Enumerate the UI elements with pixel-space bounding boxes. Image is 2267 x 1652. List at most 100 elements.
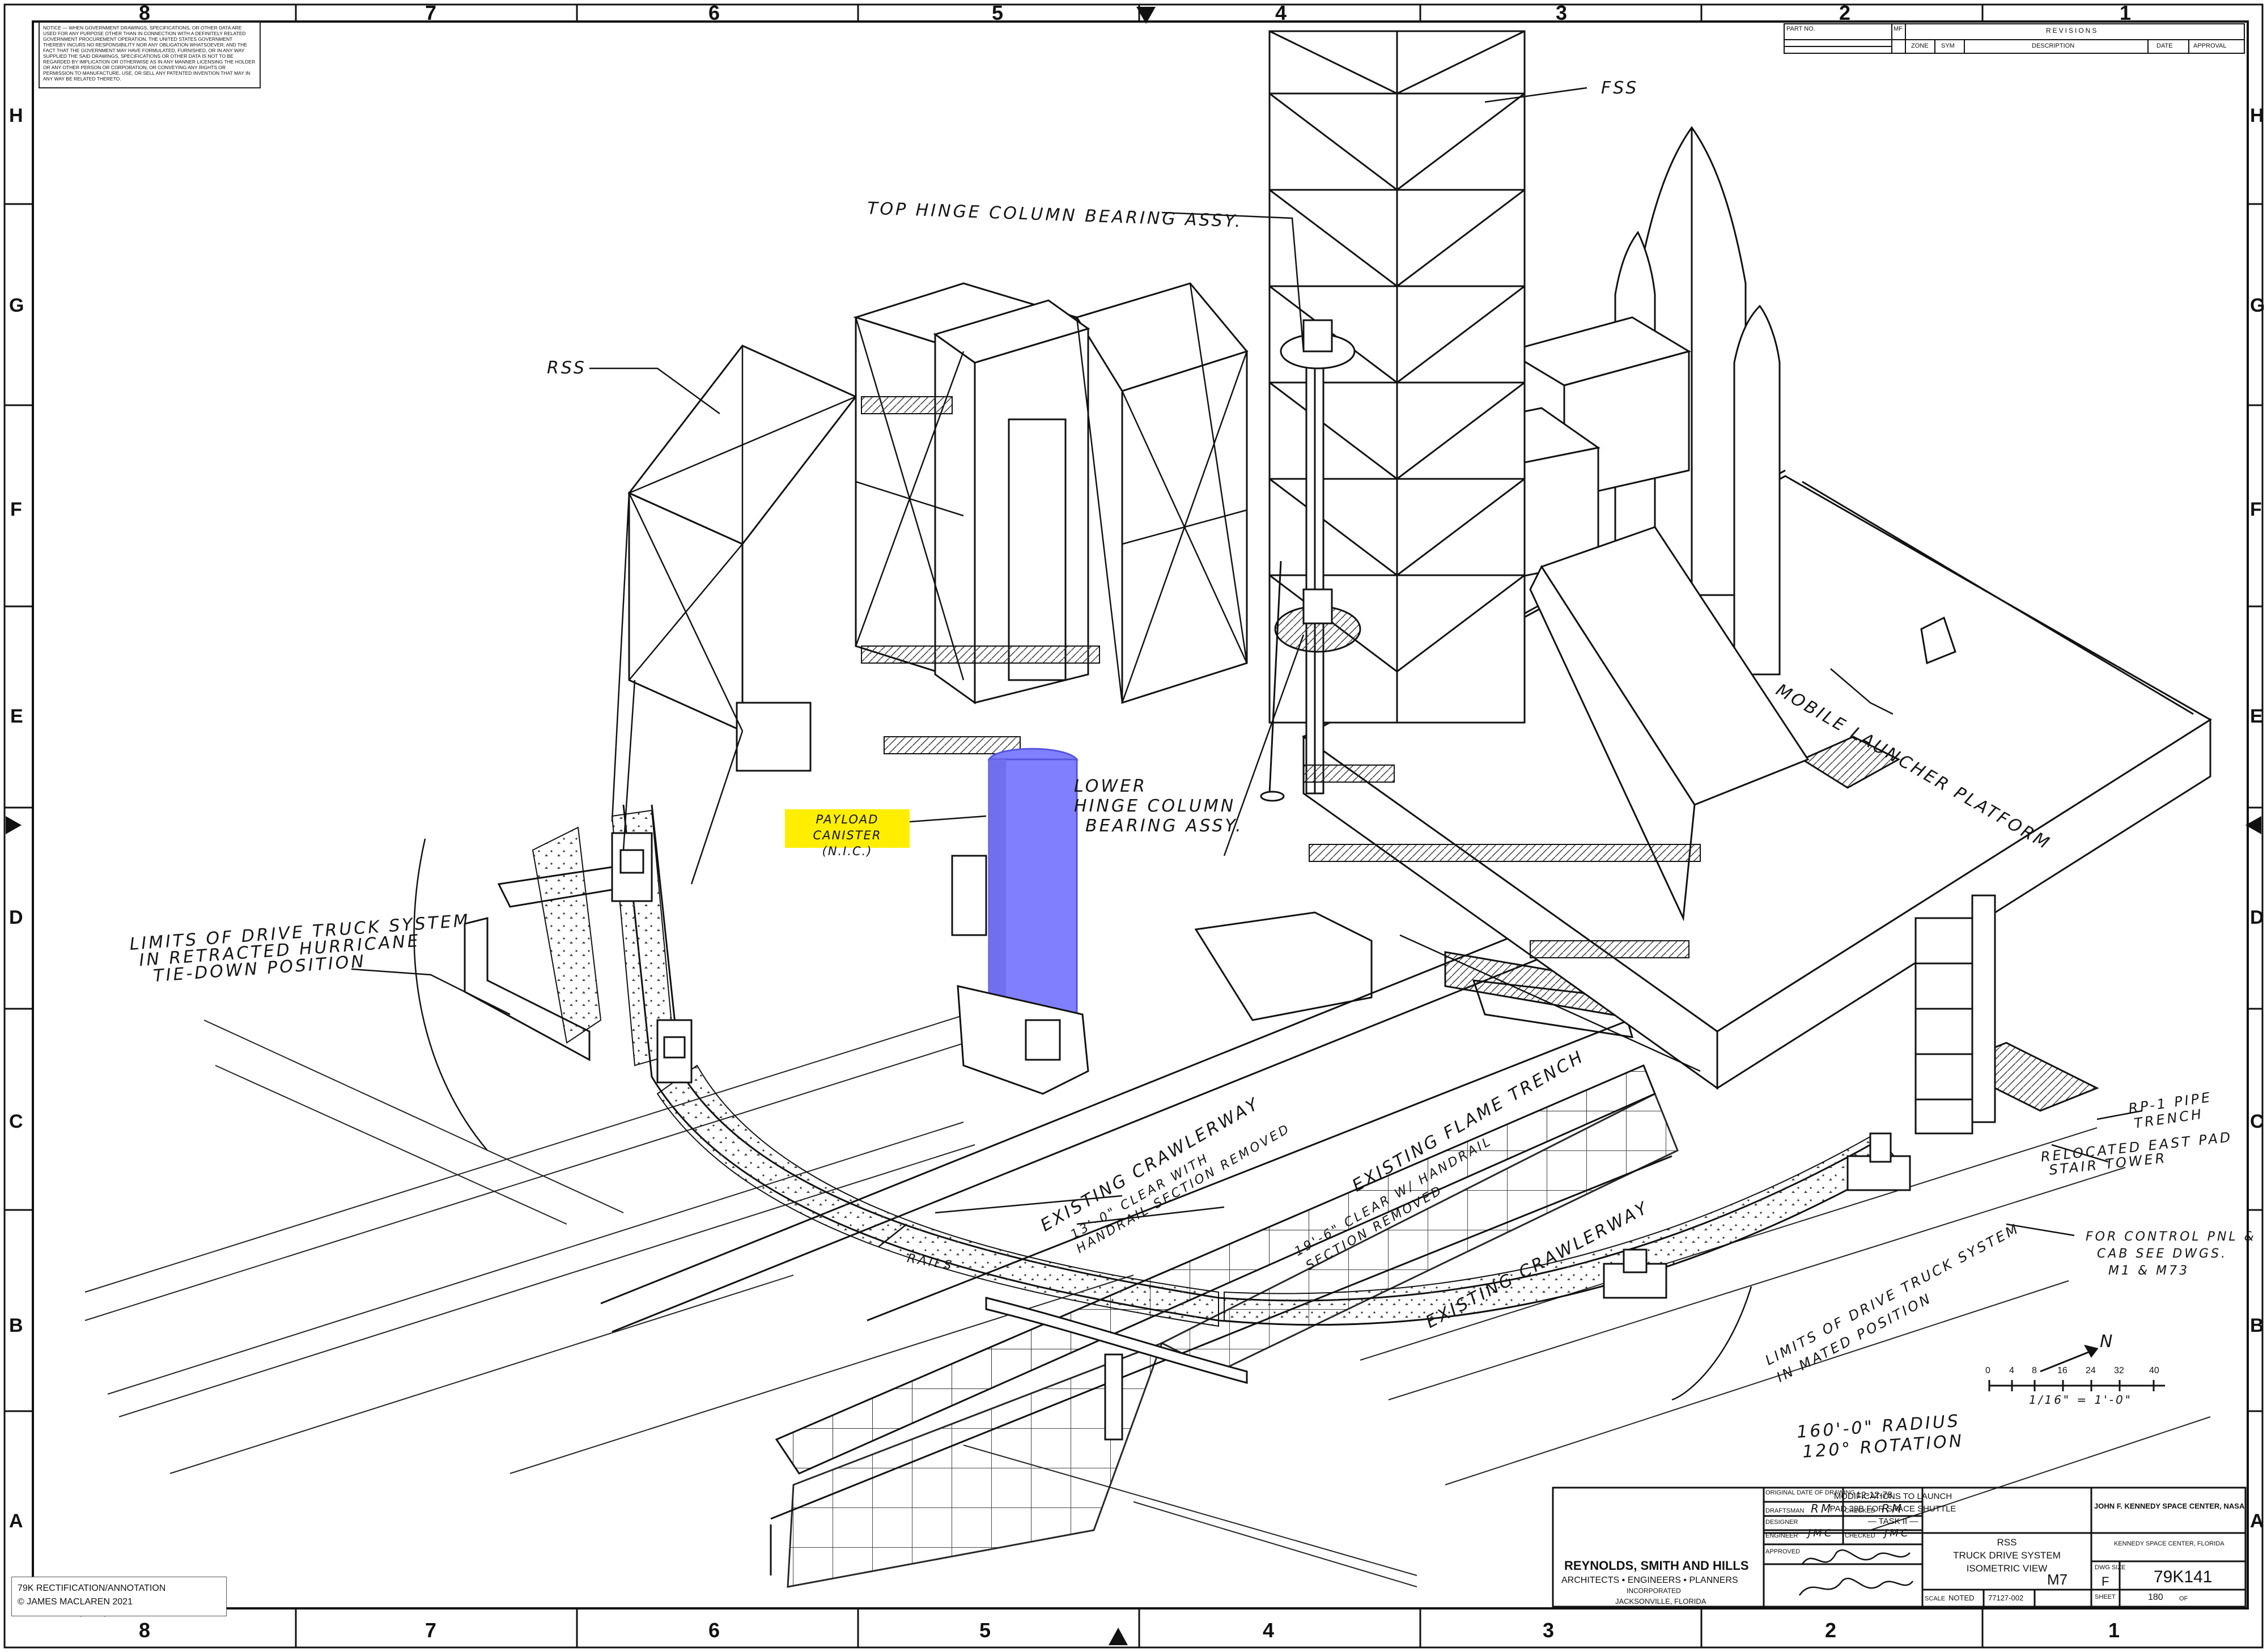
bottom-center-arrow [1109,1628,1128,1645]
label-lower-hinge-3: BEARING ASSY. [1085,816,1243,836]
label-rss: RSS [547,358,587,378]
payload-canister-label-line2: (N.I.C.) [822,844,873,858]
zone-col-4-bottom: 4 [1263,1619,1275,1642]
rail-slab [532,809,1900,1327]
revisions-part-no: PART NO. [1786,26,1815,32]
zone-row-c-right: C [2250,1111,2264,1132]
scale-tick-16: 16 [2057,1366,2068,1375]
checked2-label: CHECKED [1845,1532,1875,1539]
revisions-zone: ZONE [1911,43,1929,49]
revisions-mf: MF [1894,26,1903,32]
zone-row-d-right: D [2250,907,2264,928]
engineer-label: ENGINEER [1765,1532,1798,1539]
payload-canister-label-line1: PAYLOAD CANISTER [813,813,882,842]
drive-truck-mated [1603,1132,1911,1299]
zone-col-6-top: 6 [708,1,720,24]
zone-col-6-bottom: 6 [708,1619,720,1642]
left-center-arrow [6,816,22,834]
sheet-number: 180 [2148,1592,2163,1602]
zone-row-g-right: G [2250,295,2265,316]
sheet-label: SHEET [2095,1594,2116,1600]
zone-row-e-right: E [2250,706,2263,727]
label-control-panel-3: M1 & M73 [2108,1264,2190,1278]
zone-row-f-left: F [10,499,22,520]
zone-row-g-left: G [9,295,24,316]
approved-label: APPROVED [1765,1548,1801,1555]
zone-col-1-top: 1 [2120,1,2132,24]
leader-lines [351,87,2143,1401]
drawing-number: 79K141 [2154,1568,2213,1586]
approval-signatures [1798,1549,1913,1596]
mlp-tower [1914,894,1996,1135]
project-line-1: MODIFICATIONS TO LAUNCH [1833,1492,1952,1501]
canister-transporter-rear [951,855,987,936]
label-lower-hinge-1: LOWER [1074,776,1147,796]
firm-incorporated: INCORPORATED [1627,1587,1681,1595]
north-arrow [2040,1344,2099,1373]
zone-col-5-bottom: 5 [979,1619,991,1642]
firm-location: JACKSONVILLE, FLORIDA [1615,1597,1706,1606]
scale-tick-0: 0 [1985,1366,1990,1375]
zone-row-b-left: B [9,1315,23,1336]
zone-row-h-right: H [2250,105,2264,126]
zone-col-3-bottom: 3 [1543,1619,1555,1642]
label-control-panel-1: FOR CONTROL PNL & [2086,1230,2256,1244]
checked-label: CHECKED [1845,1507,1875,1514]
scale-note: 1/16" = 1'-0" [2029,1393,2133,1407]
annotation-credit: 79K RECTIFICATION/ANNOTATION © JAMES MAC… [11,1577,227,1616]
dwg-size-label: DWG SIZE [2095,1564,2126,1571]
zone-col-3-top: 3 [1556,1,1568,24]
zone-col-2-top: 2 [1839,1,1851,24]
zone-col-8-top: 8 [139,1,151,24]
scale-tick-24: 24 [2086,1366,2096,1375]
scale-tick-8: 8 [2032,1366,2037,1375]
revisions-description: DESCRIPTION [2032,43,2075,49]
flame-deflector [985,1297,1248,1441]
checked-initials: RM [1882,1502,1904,1515]
firm-discipline: ARCHITECTS • ENGINEERS • PLANNERS [1561,1575,1738,1585]
revisions-approval: APPROVAL [2193,43,2227,49]
draftsman-initials: RM [1811,1502,1833,1515]
checked2-initials: JMC [1884,1527,1911,1539]
scale-tick-40: 40 [2149,1366,2159,1375]
scale-label: SCALE [1925,1595,1946,1602]
revisions-date: DATE [2156,43,2173,49]
label-lower-hinge-2: HINGE COLUMN [1074,796,1236,816]
sheet-border [3,3,2264,1649]
label-fss: FSS [1601,78,1639,98]
drawing-title-3: ISOMETRIC VIEW [1966,1563,2048,1574]
zone-row-d-left: D [9,907,23,928]
label-control-panel-2: CAB SEE DWGS. [2097,1247,2227,1261]
original-date: 12-12-78 [1856,1490,1893,1500]
canister-transporter [957,985,1089,1095]
zone-row-c-left: C [9,1111,23,1132]
top-center-arrow [1136,7,1156,24]
centering-arrows [6,7,2261,1645]
government-notice: NOTICE — WHEN GOVERNMENT DRAWINGS, SPECI… [39,22,261,88]
zone-col-4-top: 4 [1275,1,1287,24]
hinge-column [1260,319,1361,802]
dwg-size: F [2102,1574,2109,1589]
zone-row-a-left: A [9,1510,23,1532]
zone-row-a-right: A [2250,1510,2264,1532]
label-north: N [2100,1332,2115,1352]
rss-platforms [861,396,1701,958]
engineer-initials: JMC [1808,1527,1834,1539]
revisions-sym: SYM [1941,43,1955,49]
original-date-label: ORIGINAL DATE OF DRAWING [1765,1489,1855,1496]
center-name: JOHN F. KENNEDY SPACE CENTER, NASA [2094,1502,2245,1510]
contract-number: 77127-002 [1988,1594,2024,1602]
payload-canister [951,748,1089,1095]
zone-col-7-bottom: 7 [425,1619,437,1642]
zone-row-h-left: H [9,105,23,126]
drawing-title-2: TRUCK DRIVE SYSTEM [1953,1550,2061,1561]
scale-bar [1988,1380,2165,1391]
scale-tick-32: 32 [2114,1366,2124,1375]
center-location: KENNEDY SPACE CENTER, FLORIDA [2114,1540,2224,1547]
canister-transporter-cab [1025,1019,1061,1061]
zone-col-5-top: 5 [992,1,1004,24]
scale-tick-4: 4 [2009,1366,2014,1375]
project-line-3: — TASK II — [1867,1517,1918,1526]
payload-canister-top [987,748,1079,761]
